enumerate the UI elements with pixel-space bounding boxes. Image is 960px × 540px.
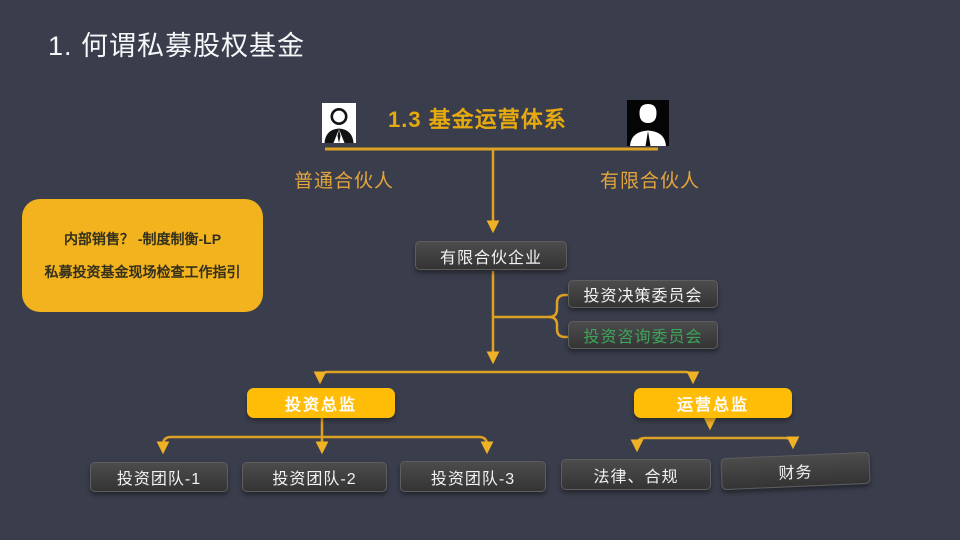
org-node-invest-team-2: 投资团队-2 xyxy=(242,462,387,492)
org-node-investment-director: 投资总监 xyxy=(247,388,395,418)
org-node-invest-team-3: 投资团队-3 xyxy=(400,461,546,492)
ops-teams-bracket xyxy=(630,436,800,453)
limited-partner-label: 有限合伙人 xyxy=(600,171,701,192)
org-node-finance: 财务 xyxy=(720,451,871,491)
person-outline-icon xyxy=(322,103,356,148)
org-node-investment-advisory-committee: 投资咨询委员会 xyxy=(568,321,718,349)
committee-branch-down xyxy=(548,315,569,339)
section-title: 1.3 基金运营体系 xyxy=(388,107,567,132)
org-node-legal-compliance: 法律、合规 xyxy=(561,459,711,490)
general-partner-label: 普通合伙人 xyxy=(294,171,395,192)
org-node-operations-director: 运营总监 xyxy=(634,388,792,418)
page-title: 1. 何谓私募股权基金 xyxy=(48,31,306,61)
level2-bracket xyxy=(313,370,700,385)
note-line-1: 内部销售？ -制度制衡-LP xyxy=(63,231,222,248)
note-callout: 内部销售？ -制度制衡-LP 私募投资基金现场检查工作指引 xyxy=(22,199,263,312)
note-line-2: 私募投资基金现场检查工作指引 xyxy=(44,263,241,280)
org-node-limited-partnership: 有限合伙企业 xyxy=(415,241,567,270)
org-node-invest-team-1: 投资团队-1 xyxy=(90,462,228,492)
committee-branch-up xyxy=(494,293,569,319)
person-solid-icon xyxy=(627,100,669,151)
invest-teams-bracket xyxy=(156,435,494,455)
org-node-investment-decision-committee: 投资决策委员会 xyxy=(568,280,718,308)
